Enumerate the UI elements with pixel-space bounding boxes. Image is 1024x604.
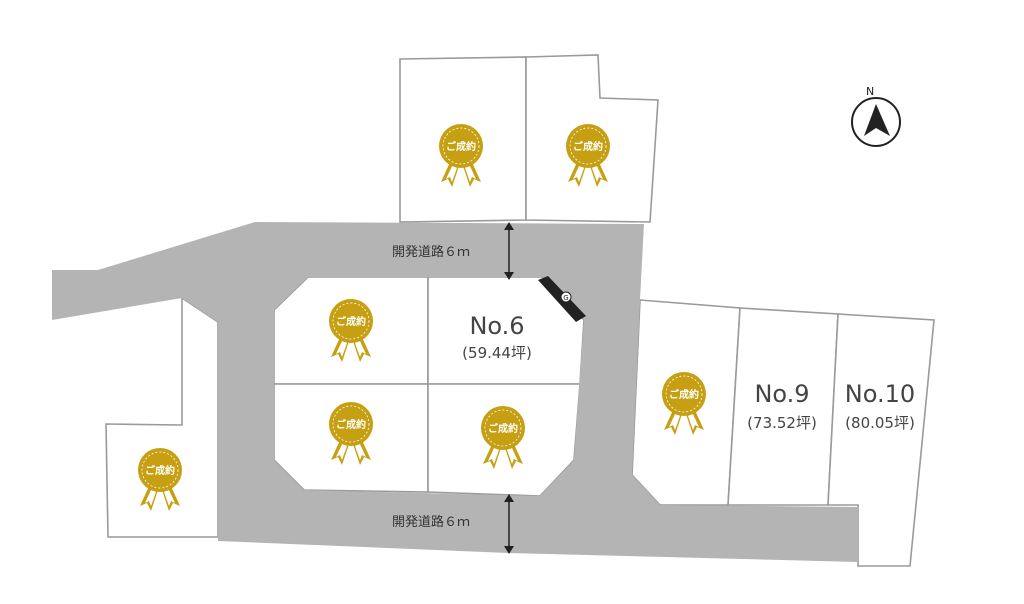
sold-badge-center-bottom-right: ご成約: [480, 405, 526, 470]
lot-no9-area: (73.52坪): [747, 414, 817, 432]
sold-badge-text: ご成約: [336, 315, 366, 328]
sold-badge-far-left: ご成約: [137, 447, 183, 512]
compass-north-label: N: [866, 85, 874, 98]
sold-badge-top-left: ご成約: [438, 123, 484, 188]
development-road: [52, 222, 858, 562]
sold-badge-text: ご成約: [446, 140, 476, 153]
lot-no6-number: No.6: [469, 312, 524, 340]
sold-badge-right-1: ご成約: [661, 371, 707, 436]
lot-no9-number: No.9: [754, 380, 809, 408]
lot-no10-number: No.10: [845, 380, 915, 408]
road-width-arrow-lower: [504, 494, 514, 554]
sold-badge-top-right: ご成約: [565, 123, 611, 188]
sold-badge-text: ご成約: [573, 140, 603, 153]
sold-badge-text: ご成約: [488, 422, 518, 435]
sold-badge-center-bottom-left: ご成約: [328, 401, 374, 466]
lot-no10-area: (80.05坪): [845, 414, 915, 432]
road-width-arrow-upper: [504, 222, 514, 280]
lot-far-left[interactable]: [105, 296, 219, 538]
gas-marker-label: G: [563, 294, 568, 302]
gas-pipe-marker: G: [538, 276, 586, 322]
sold-badge-text: ご成約: [669, 388, 699, 401]
sold-badge-center-top-left: ご成約: [328, 298, 374, 363]
road-label-lower: 開発道路６ｍ: [392, 514, 470, 530]
north-compass-icon: N: [851, 85, 901, 147]
sold-badge-text: ご成約: [336, 418, 366, 431]
sold-badge-text: ご成約: [145, 464, 175, 477]
lot-no6-area: (59.44坪): [462, 344, 532, 362]
lot-no10[interactable]: [827, 313, 935, 567]
road-label-upper: 開発道路６ｍ: [392, 244, 470, 260]
